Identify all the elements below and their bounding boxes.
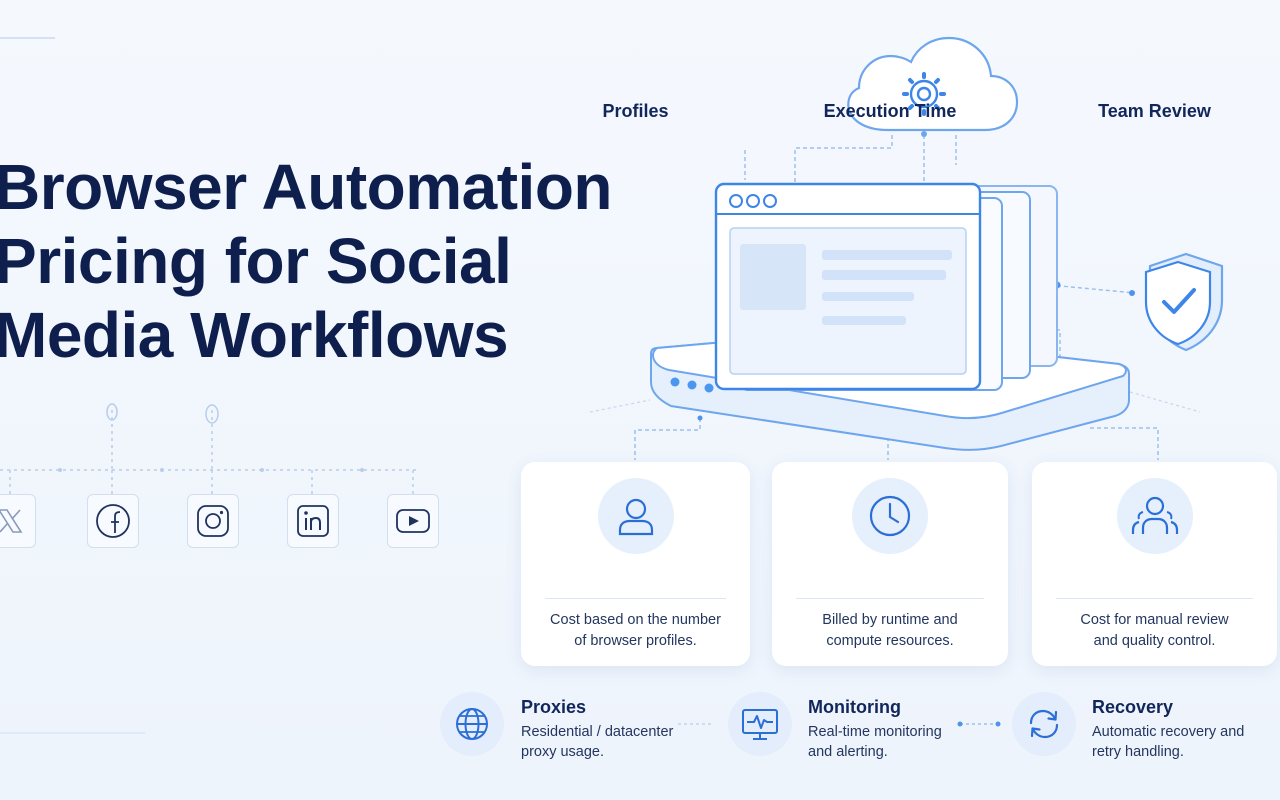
youtube-icon xyxy=(387,494,439,548)
card-execution-time: Execution Time Billed by runtime and com… xyxy=(772,101,1008,666)
card-description-line: of browser profiles. xyxy=(574,633,697,649)
feature-description-recovery: Automatic recovery and retry handling. xyxy=(1092,722,1262,762)
page-title: Browser Automation Pricing for Social Me… xyxy=(0,150,613,372)
feature-description-proxies: Residential / datacenter proxy usage. xyxy=(521,722,691,762)
instagram-icon xyxy=(187,494,239,548)
card-title: Execution Time xyxy=(823,101,957,121)
x-icon xyxy=(0,494,36,548)
divider xyxy=(796,598,984,599)
divider xyxy=(1056,598,1253,599)
card-profiles: Profiles Cost based on the number of bro… xyxy=(521,101,750,666)
feature-description-line: Real-time monitoring xyxy=(808,724,942,740)
page-title-line-2: Pricing for Social xyxy=(0,225,512,297)
feature-description-line: Automatic recovery and xyxy=(1092,724,1245,740)
divider xyxy=(545,598,726,599)
feature-title-recovery: Recovery xyxy=(1092,697,1174,717)
facebook-icon xyxy=(87,494,139,548)
shield-check-icon xyxy=(1144,252,1224,352)
feature-title-proxies: Proxies xyxy=(521,697,587,717)
card-description-line: compute resources. xyxy=(826,633,954,649)
social-icons-row xyxy=(0,494,460,552)
feature-title-monitoring: Monitoring xyxy=(808,697,901,717)
feature-description-line: retry handling. xyxy=(1092,744,1184,760)
page-title-line-1: Browser Automation xyxy=(0,151,613,223)
card-title: Team Review xyxy=(1098,101,1211,121)
feature-description-monitoring: Real-time monitoring and alerting. xyxy=(808,722,978,762)
card-description-line: and quality control. xyxy=(1093,633,1216,649)
user-icon xyxy=(597,478,674,554)
card-description-line: Cost based on the number xyxy=(550,612,721,628)
feature-description-line: Residential / datacenter xyxy=(521,724,674,740)
card-team-review: Team Review Cost for manual review and q… xyxy=(1032,101,1277,666)
team-icon xyxy=(1116,478,1193,554)
card-description: Cost for manual review and quality contr… xyxy=(1052,610,1257,652)
globe-icon xyxy=(440,692,504,756)
card-description-line: Cost for manual review xyxy=(1080,612,1229,628)
feature-description-line: proxy usage. xyxy=(521,744,605,760)
monitor-pulse-icon xyxy=(728,692,792,756)
card-description: Billed by runtime and compute resources. xyxy=(792,610,988,652)
browser-stack-icon xyxy=(714,182,1058,391)
feature-description-line: and alerting. xyxy=(808,744,888,760)
refresh-icon xyxy=(1012,692,1076,756)
page-title-line-3: Media Workflows xyxy=(0,299,509,371)
cloud-gear-icon xyxy=(847,36,1019,132)
card-description: Cost based on the number of browser prof… xyxy=(541,610,730,652)
card-title: Profiles xyxy=(602,101,669,121)
clock-icon xyxy=(852,478,928,554)
card-description-line: Billed by runtime and xyxy=(822,612,958,628)
linkedin-icon xyxy=(287,494,339,548)
